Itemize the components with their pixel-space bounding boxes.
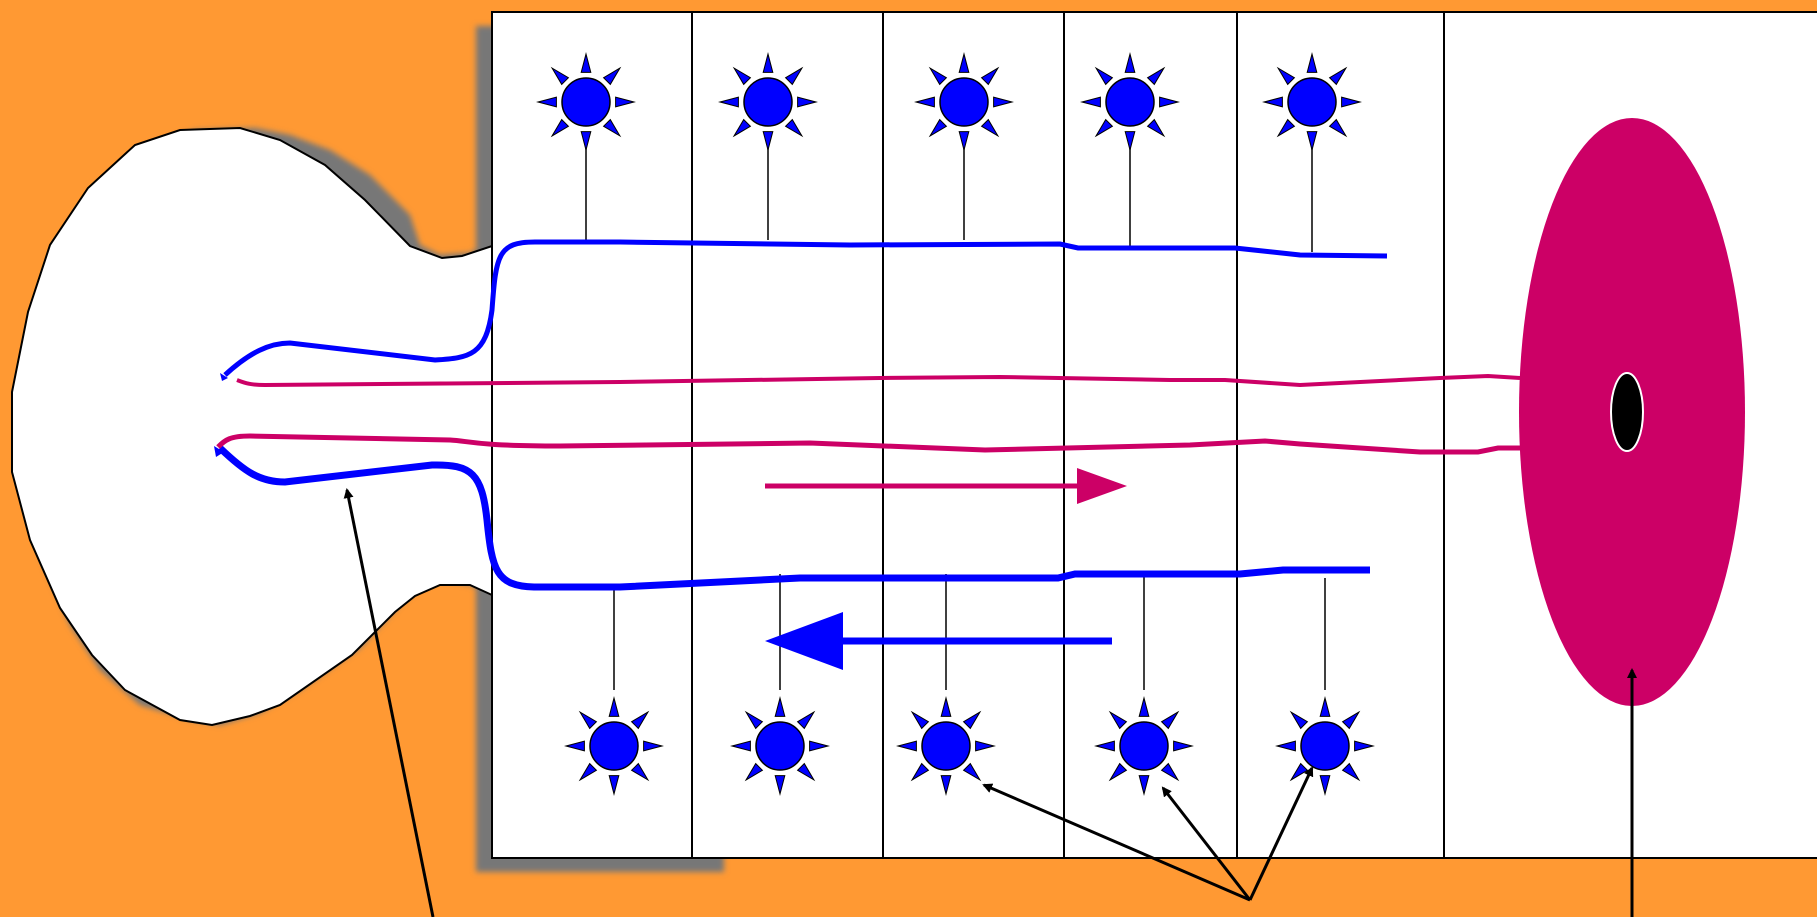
target-center-icon <box>1611 373 1643 451</box>
top-cell-star-icon <box>720 54 816 150</box>
bottom-cell-star-icon <box>1277 698 1373 794</box>
top-cell-star-icon <box>916 54 1012 150</box>
star-body <box>590 722 638 770</box>
top-cell-star-icon <box>538 54 634 150</box>
star-body <box>744 78 792 126</box>
star-body <box>562 78 610 126</box>
star-body <box>1301 722 1349 770</box>
bottom-cell-star-icon <box>566 698 662 794</box>
star-body <box>1106 78 1154 126</box>
bottom-cell-star-icon <box>898 698 994 794</box>
star-body <box>1120 722 1168 770</box>
top-cell-star-icon <box>1264 54 1360 150</box>
star-body <box>922 722 970 770</box>
star-body <box>1288 78 1336 126</box>
star-body <box>756 722 804 770</box>
top-cell-star-icon <box>1082 54 1178 150</box>
bottom-cell-star-icon <box>732 698 828 794</box>
bottom-cell-star-icon <box>1096 698 1192 794</box>
star-body <box>940 78 988 126</box>
